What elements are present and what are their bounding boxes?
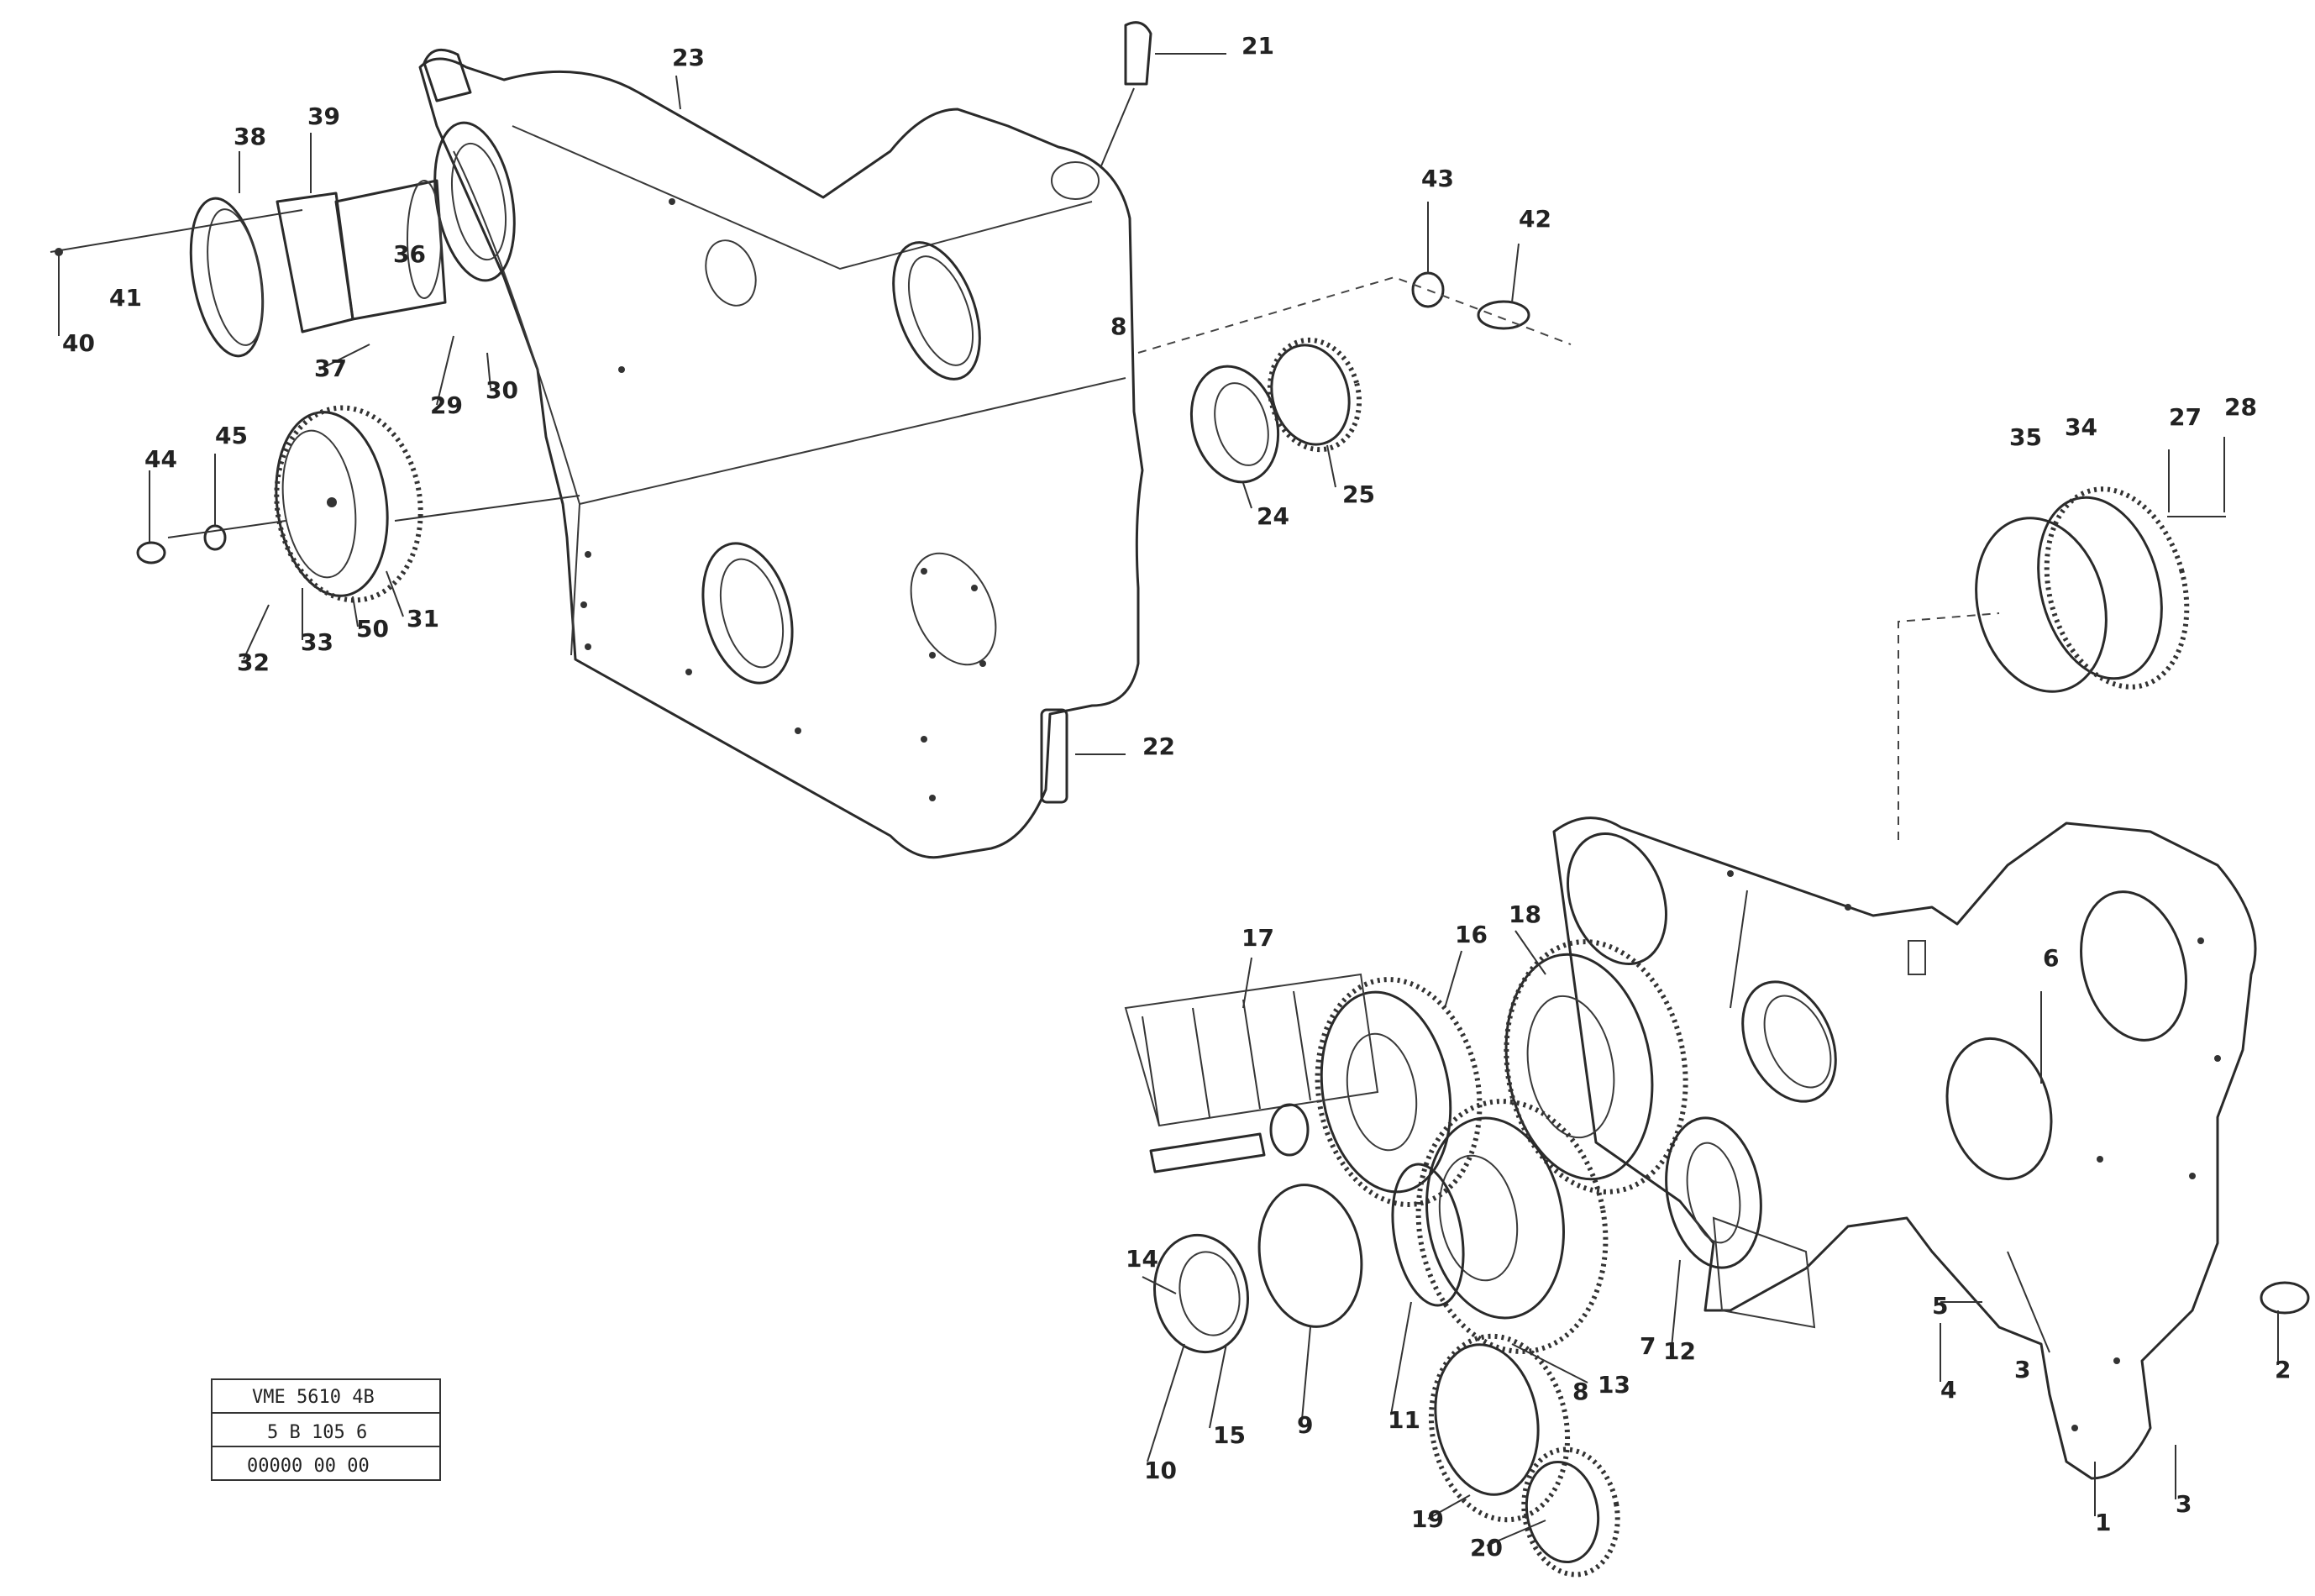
callout-c36: 36 bbox=[393, 240, 426, 268]
callout-c21: 21 bbox=[1241, 32, 1274, 60]
callout-c35: 35 bbox=[2009, 423, 2042, 451]
callout-c33: 33 bbox=[301, 628, 333, 656]
callout-c12: 12 bbox=[1663, 1337, 1696, 1365]
rear-seal-34-35 bbox=[1898, 437, 2226, 840]
callout-c28: 28 bbox=[2224, 393, 2257, 421]
idler-gear-16 bbox=[1315, 977, 1483, 1207]
callout-c22: 22 bbox=[1142, 732, 1175, 760]
stamp-line-3: 00000 00 00 bbox=[247, 1456, 370, 1477]
callout-c8b: 8 bbox=[1572, 1378, 1588, 1405]
small-fittings-right bbox=[1940, 1251, 2310, 1516]
washers-9-14-15 bbox=[1152, 1184, 1363, 1354]
callout-c14: 14 bbox=[1126, 1245, 1158, 1273]
timing-cover-housing bbox=[418, 48, 1144, 859]
oil-seals-24-25 bbox=[1189, 337, 1362, 509]
callout-c32: 32 bbox=[237, 648, 270, 676]
callout-c24: 24 bbox=[1257, 502, 1289, 530]
callout-c37: 37 bbox=[314, 354, 347, 382]
oil-pump-gear-19 bbox=[1428, 1333, 1620, 1578]
callout-c27: 27 bbox=[2169, 403, 2202, 431]
callout-c19: 19 bbox=[1411, 1505, 1444, 1533]
callout-c18: 18 bbox=[1509, 900, 1541, 928]
callout-c1: 1 bbox=[2095, 1509, 2111, 1536]
reference-stamp: VME 5610 4B 5 B 105 6 00000 00 00 bbox=[211, 1378, 441, 1481]
callout-c11: 11 bbox=[1388, 1406, 1420, 1434]
callout-c42: 42 bbox=[1519, 205, 1551, 233]
timing-back-plate bbox=[1552, 816, 2257, 1480]
callout-c50: 50 bbox=[356, 615, 389, 643]
callout-c34: 34 bbox=[2065, 413, 2097, 441]
callout-c7: 7 bbox=[1640, 1332, 1656, 1360]
stamp-line-1: VME 5610 4B bbox=[252, 1387, 375, 1408]
callout-c8: 8 bbox=[1110, 312, 1126, 340]
callout-c10: 10 bbox=[1144, 1457, 1177, 1484]
callout-c30: 30 bbox=[486, 376, 518, 404]
callout-c4: 4 bbox=[1940, 1376, 1956, 1404]
callout-c15: 15 bbox=[1213, 1421, 1246, 1449]
crank-gear-12 bbox=[1391, 1099, 1762, 1354]
stamp-line-2: 5 B 105 6 bbox=[267, 1422, 367, 1443]
breather-fitting bbox=[1100, 21, 1226, 169]
small-fittings-left bbox=[136, 454, 286, 564]
callout-c29: 29 bbox=[430, 391, 463, 419]
callout-c2: 2 bbox=[2275, 1356, 2291, 1383]
left-shaft-seal-assembly bbox=[50, 179, 447, 358]
callout-c16: 16 bbox=[1455, 921, 1488, 948]
bracket-17 bbox=[1124, 973, 1379, 1173]
callout-c40: 40 bbox=[62, 329, 95, 357]
callout-c44: 44 bbox=[144, 445, 177, 473]
callout-c20: 20 bbox=[1470, 1534, 1503, 1562]
callout-c13: 13 bbox=[1598, 1371, 1630, 1399]
callout-c31: 31 bbox=[407, 605, 439, 633]
camshaft-gear-18 bbox=[1504, 939, 1688, 1194]
fasteners-right-upper bbox=[1137, 202, 1572, 354]
callout-c23-top: 23 bbox=[672, 44, 705, 71]
callout-c43: 43 bbox=[1421, 165, 1454, 192]
crank-seal-ring bbox=[274, 405, 580, 603]
callout-c3: 3 bbox=[2014, 1356, 2030, 1383]
callout-c38: 38 bbox=[234, 123, 266, 150]
callout-c41: 41 bbox=[109, 284, 142, 312]
callout-c17: 17 bbox=[1241, 924, 1274, 952]
callout-c25: 25 bbox=[1342, 480, 1375, 508]
leader-lines bbox=[239, 75, 1681, 1546]
callout-c39: 39 bbox=[307, 102, 340, 130]
callout-c5: 5 bbox=[1932, 1292, 1948, 1320]
callout-c6: 6 bbox=[2043, 944, 2059, 972]
callout-c3b: 3 bbox=[2176, 1490, 2192, 1518]
callout-c45: 45 bbox=[215, 422, 248, 449]
callout-c9: 9 bbox=[1297, 1411, 1313, 1439]
